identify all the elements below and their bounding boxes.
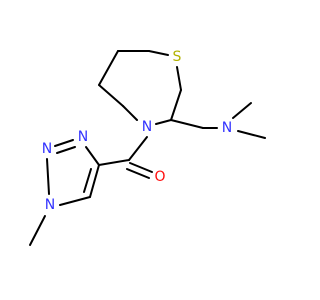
bond-n3-n2-double-2 — [56, 146, 76, 154]
bond-c5t-c4t-double-2 — [83, 168, 92, 193]
bond-namine-me1 — [232, 102, 252, 119]
bond-c6-c1 — [98, 50, 119, 86]
bonds — [29, 50, 266, 246]
bond-namine-me2 — [237, 130, 266, 139]
molecule-diagram: S N N O N N N — [29, 49, 266, 246]
bond-c3-c4 — [170, 89, 182, 121]
atom-labels: S N N O N N N — [42, 49, 232, 213]
bond-c5t-c4t-double-1 — [89, 164, 100, 198]
atom-amine-nitrogen: N — [222, 120, 232, 136]
atom-ring-nitrogen: N — [142, 119, 152, 135]
bond-carbonyl-triazole — [98, 159, 130, 166]
bond-co-double-2 — [126, 168, 150, 179]
bond-co-double-1 — [129, 162, 153, 173]
bond-s-c3 — [176, 66, 182, 91]
bond-c4-n — [155, 119, 172, 125]
atom-triazole-n1: N — [45, 197, 55, 213]
bond-c4-ch2 — [170, 119, 204, 129]
bond-c5-c6 — [98, 84, 124, 107]
atom-triazole-n2: N — [42, 141, 52, 157]
atom-carbonyl-oxygen: O — [154, 169, 165, 185]
atom-sulfur: S — [173, 49, 182, 65]
bond-c2-s — [148, 50, 169, 56]
bond-n3-n2-double-1 — [54, 139, 74, 147]
bond-n-c5 — [122, 105, 138, 121]
bond-n1-methyl — [29, 215, 46, 246]
bond-n2-n1 — [46, 158, 50, 195]
bond-n-carbonyl — [128, 136, 148, 161]
bond-c4t-n3 — [85, 146, 100, 166]
bond-n1-c5t — [59, 196, 91, 206]
atom-triazole-n3: N — [78, 129, 88, 145]
